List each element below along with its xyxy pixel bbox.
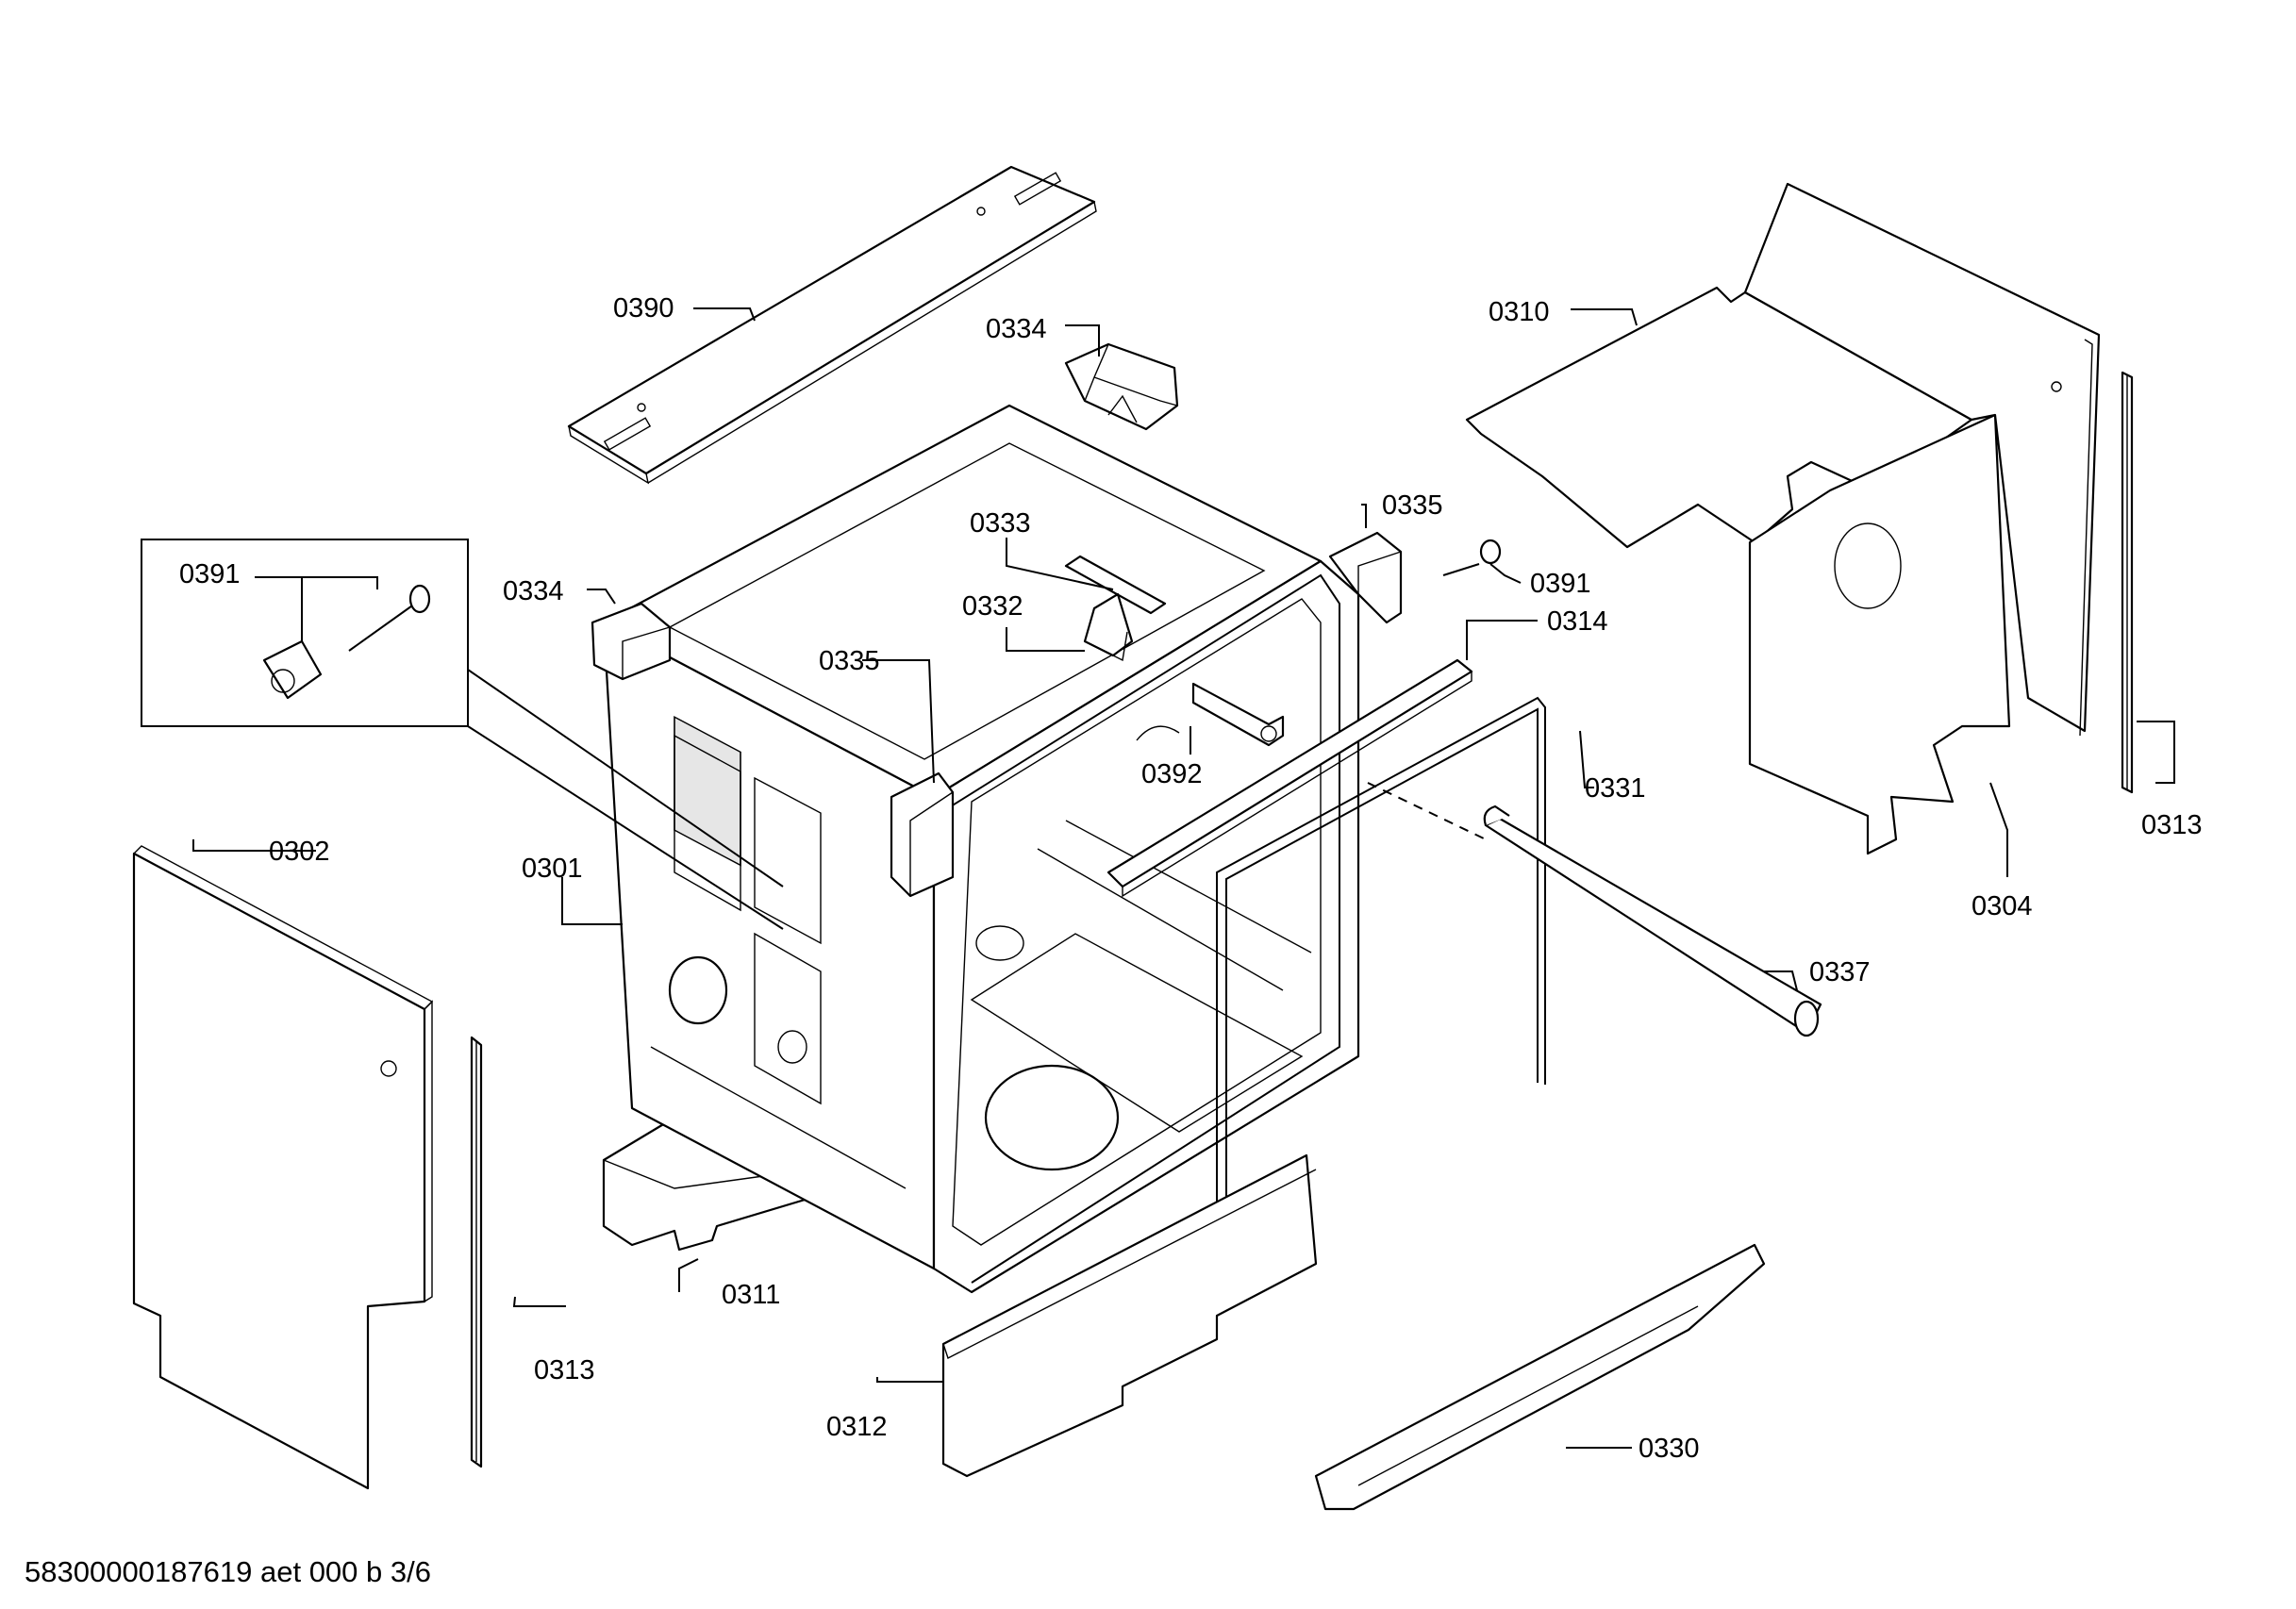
part-0337-rod [1483, 804, 1822, 1037]
label-0390: 0390 [613, 293, 674, 323]
part-0312-front-plinth [941, 1153, 1318, 1478]
label-0334-left: 0334 [503, 576, 564, 606]
part-0334-bracket-left [591, 602, 672, 681]
label-0332: 0332 [962, 591, 1023, 622]
label-0312: 0312 [826, 1412, 888, 1442]
part-rear-panel [1743, 182, 2101, 737]
part-0335-bracket-front [890, 771, 955, 898]
label-0334-top: 0334 [986, 314, 1047, 344]
part-0392-clip [1136, 682, 1285, 747]
part-0335-bracket-right [1328, 531, 1403, 624]
part-0301-tub [602, 404, 1360, 1294]
part-0390-top-strip [567, 165, 1097, 485]
part-0313-strip-right [2121, 371, 2134, 794]
part-0330-base-channel [1314, 1243, 1766, 1511]
label-0311: 0311 [722, 1280, 780, 1310]
label-0337: 0337 [1809, 957, 1871, 987]
part-0314-rail [1106, 658, 1473, 898]
inset-box-0391 [141, 539, 469, 727]
label-0335-right: 0335 [1382, 490, 1443, 521]
part-labels: 0390 0334 0310 0391 0333 0332 0335 0334 … [179, 293, 2203, 1464]
label-0313-right: 0313 [2141, 810, 2203, 840]
label-0331: 0331 [1585, 773, 1646, 804]
part-0332-lock [1083, 592, 1134, 662]
part-0313-strip-left [470, 1036, 483, 1468]
part-0331-seal [1216, 696, 1546, 1264]
leader-lines [192, 307, 2175, 1449]
part-0334-bracket-top [1064, 342, 1179, 431]
label-0330: 0330 [1639, 1434, 1700, 1464]
label-0314: 0314 [1547, 606, 1608, 637]
part-0333-latch [1064, 555, 1167, 615]
part-0302-side-panel [132, 845, 434, 1490]
label-0391-right: 0391 [1530, 569, 1591, 599]
label-0304: 0304 [1972, 891, 2033, 921]
part-0391-screw-right [1442, 539, 1502, 576]
label-0301: 0301 [522, 854, 583, 884]
label-0310: 0310 [1489, 297, 1550, 327]
label-0313-left: 0313 [534, 1355, 595, 1385]
label-0333: 0333 [970, 508, 1031, 539]
part-0310-insulation [1465, 286, 1973, 549]
label-0302: 0302 [269, 837, 330, 867]
document-id: 58300000187619 aet 000 b 3/6 [25, 1555, 431, 1588]
label-0391-inset: 0391 [179, 559, 241, 589]
label-0392: 0392 [1141, 759, 1203, 789]
label-0335-front: 0335 [819, 646, 880, 676]
